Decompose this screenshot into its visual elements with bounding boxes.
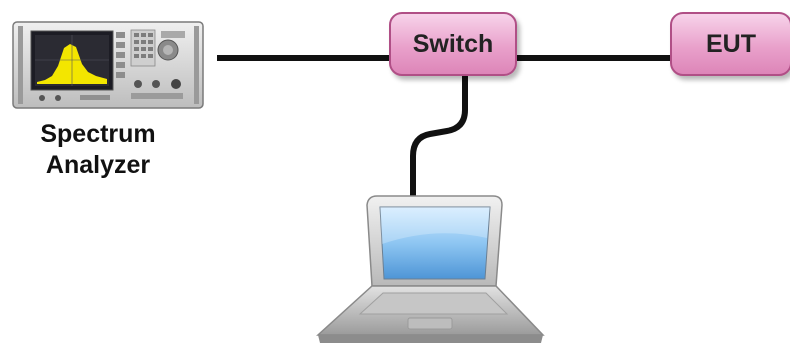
laptop-icon bbox=[316, 195, 545, 343]
switch-node: Switch bbox=[389, 12, 517, 76]
eut-label: EUT bbox=[706, 29, 756, 58]
spectrum-analyzer-label-line2: Analyzer bbox=[45, 151, 151, 179]
spectrum-analyzer-label-line1: Spectrum bbox=[40, 120, 156, 148]
switch-label: Switch bbox=[412, 29, 494, 58]
cable-switch-laptop bbox=[410, 76, 468, 199]
spectrum-analyzer-icon bbox=[12, 21, 204, 109]
spectrum-analyzer-label: Spectrum Analyzer bbox=[18, 119, 178, 181]
eut-node: EUT bbox=[670, 12, 790, 76]
